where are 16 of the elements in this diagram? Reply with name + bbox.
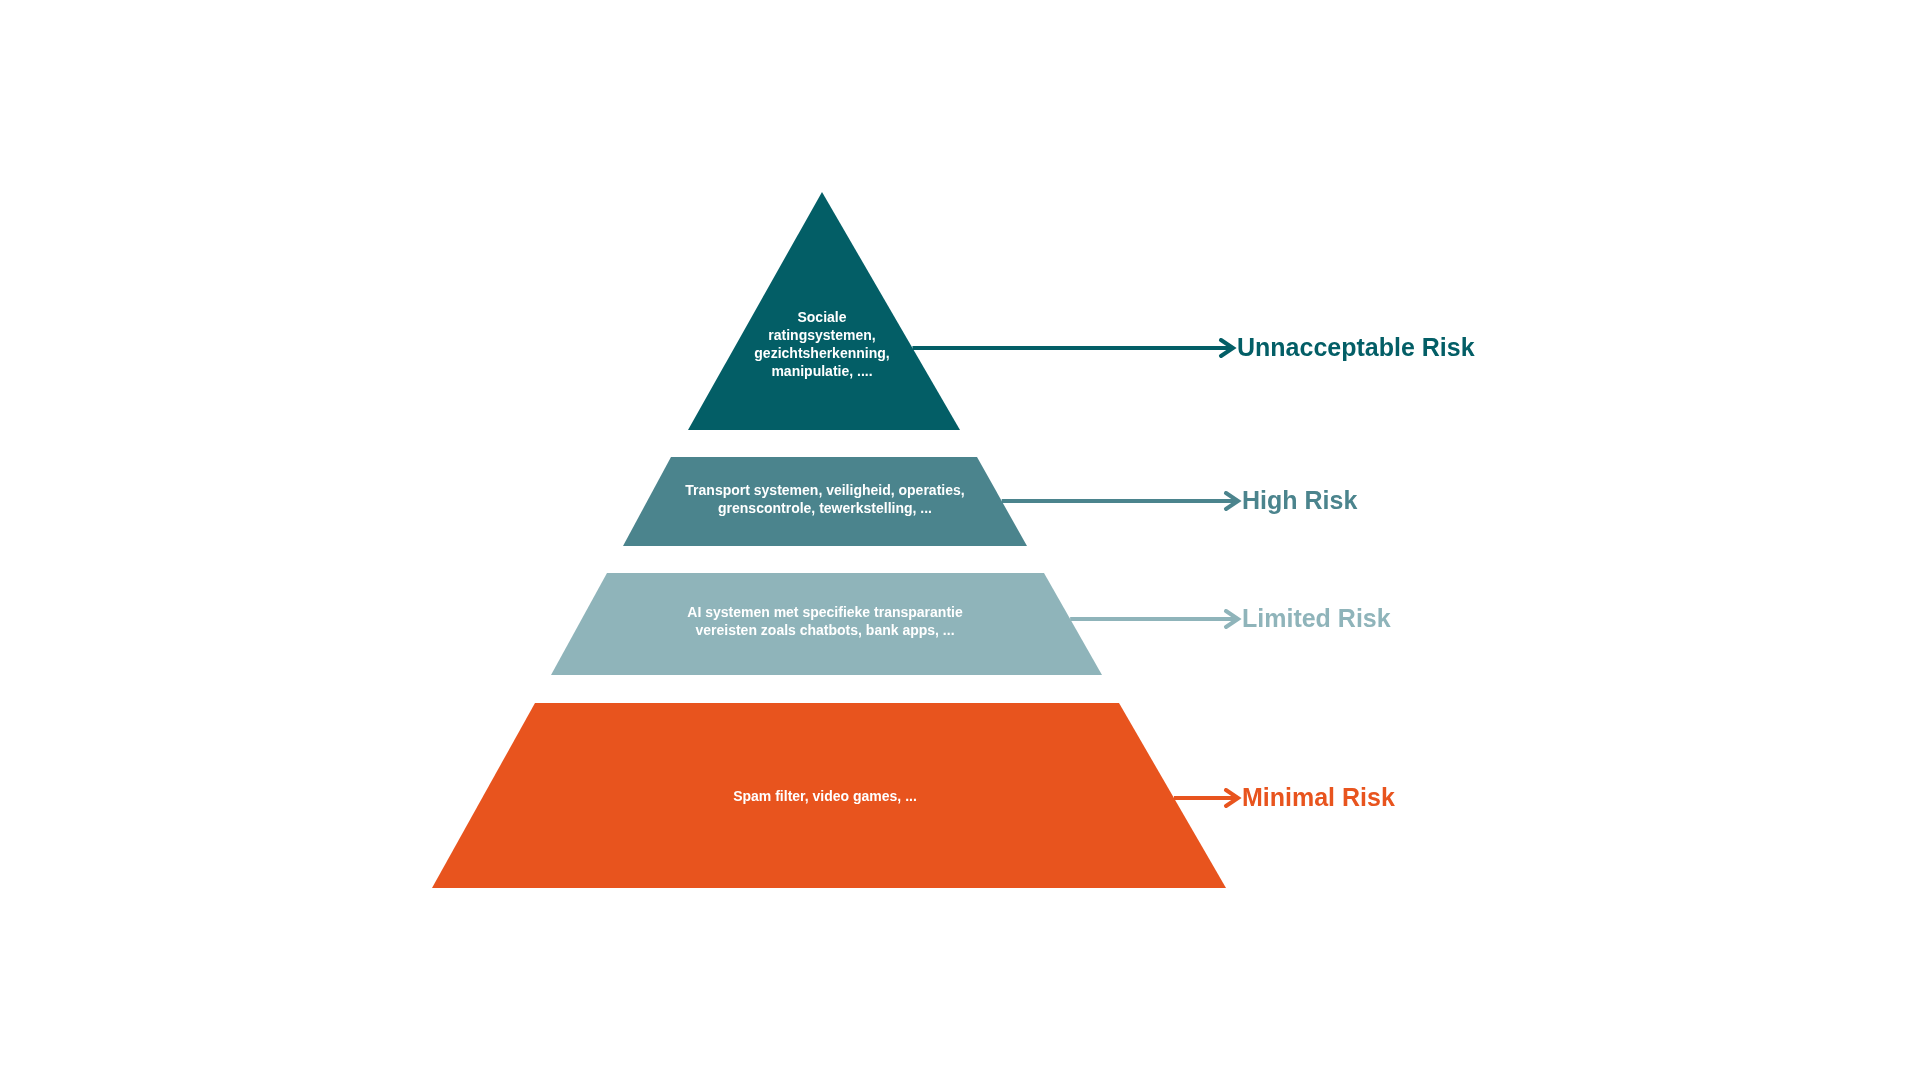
- arrow: [1173, 788, 1240, 808]
- tier-description: Sociale ratingsystemen, gezichtsherkenning, manipulatie, ....: [753, 308, 891, 380]
- tier-description: AI systemen met specifieke transparantie vereisten zoals chatbots, bank apps, ...: [686, 603, 964, 639]
- pyramid-tier: [551, 573, 1102, 675]
- risk-level-label: Minimal Risk: [1242, 782, 1395, 812]
- arrow: [1070, 609, 1240, 629]
- pyramid-tier: [432, 703, 1226, 888]
- pyramid-top-triangle: [688, 192, 960, 430]
- arrow: [912, 338, 1235, 358]
- pyramid-tier: [623, 457, 1027, 546]
- tier-description: Transport systemen, veiligheid, operaties, grenscontrole, tewerkstelling, ...: [684, 481, 966, 517]
- risk-level-label: Limited Risk: [1242, 603, 1391, 633]
- risk-level-label: Unnacceptable Risk: [1237, 332, 1475, 362]
- risk-level-label: High Risk: [1242, 485, 1358, 515]
- tier-description: Spam filter, video games, ...: [732, 787, 918, 805]
- arrow: [1001, 491, 1240, 511]
